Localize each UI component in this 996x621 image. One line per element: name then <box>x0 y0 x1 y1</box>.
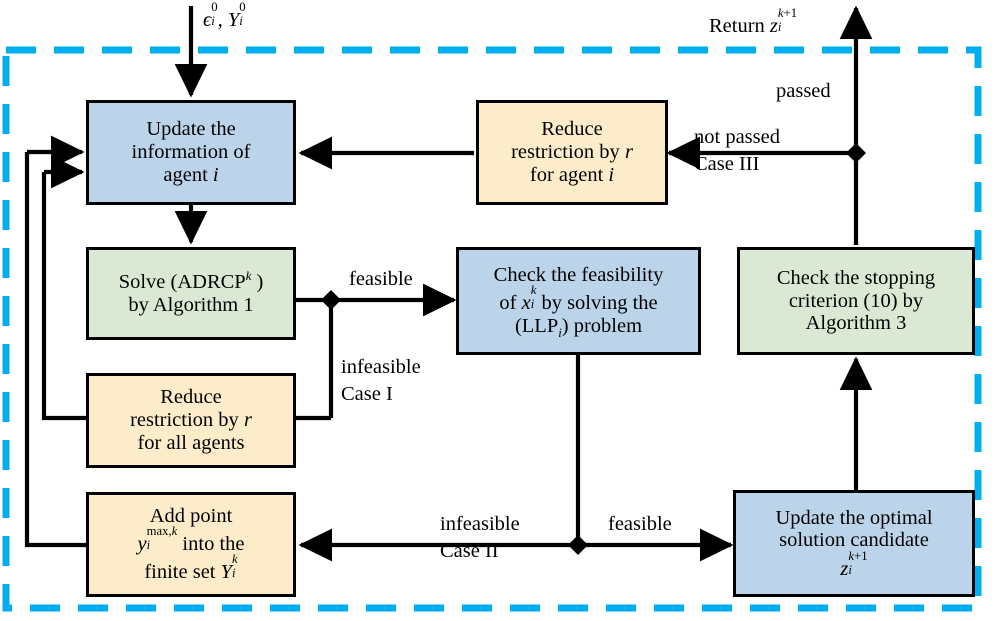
node-line: (LLPi) problem <box>514 315 643 341</box>
label-infeasible-case-i: infeasible <box>341 356 421 378</box>
node-line: Update the optimal <box>775 506 933 529</box>
edge-addpoint-left <box>24 152 86 548</box>
node-line: Reduce <box>541 118 603 141</box>
node-line: for agent i <box>529 163 615 186</box>
agent-boundary-dashed <box>2 46 982 612</box>
node-line: Reduce <box>160 386 222 409</box>
node-line: restriction by r <box>130 409 252 432</box>
label-not-passed: not passed <box>694 126 780 148</box>
label-infeasible-case-ii: infeasible <box>440 513 520 535</box>
node-reduce-restriction-all[interactable]: Reduce restriction by r for all agents <box>86 373 296 468</box>
node-line: by Algorithm 1 <box>128 293 254 316</box>
label-case-ii: Case II <box>440 540 499 562</box>
node-line: Algorithm 3 <box>805 312 907 335</box>
node-line: solution candidate <box>779 529 929 552</box>
node-line: agent i <box>163 163 219 186</box>
junction-diamond-solve <box>321 290 341 310</box>
node-line: information of <box>131 141 251 164</box>
label-feasible-top: feasible <box>349 268 413 290</box>
label-passed: passed <box>776 80 831 102</box>
node-check-stopping[interactable]: Check the stopping criterion (10) by Alg… <box>737 247 975 355</box>
node-update-information[interactable]: Update the information of agent i <box>86 100 296 205</box>
node-line: Check the stopping <box>776 266 936 289</box>
node-line: Solve (ADRCPk ) <box>118 268 264 293</box>
junction-diamond-feasibility <box>568 535 588 555</box>
label-case-i: Case I <box>341 383 393 405</box>
node-line: Add point <box>149 505 233 527</box>
label-feasible-bottom: feasible <box>608 513 672 535</box>
edge-reduce-all-left <box>41 172 86 421</box>
node-solve-adrcp[interactable]: Solve (ADRCPk ) by Algorithm 1 <box>86 247 296 340</box>
node-line: for all agents <box>137 431 245 454</box>
junction-diamond-stopping <box>846 143 866 163</box>
node-line: criterion (10) by <box>788 289 924 312</box>
label-case-iii: Case III <box>694 153 760 175</box>
node-line: Update the <box>146 118 236 141</box>
node-line: restriction by r <box>511 141 633 164</box>
node-line: Check the feasibility <box>493 264 664 287</box>
node-reduce-restriction-agent[interactable]: Reduce restriction by r for agent i <box>476 100 668 205</box>
